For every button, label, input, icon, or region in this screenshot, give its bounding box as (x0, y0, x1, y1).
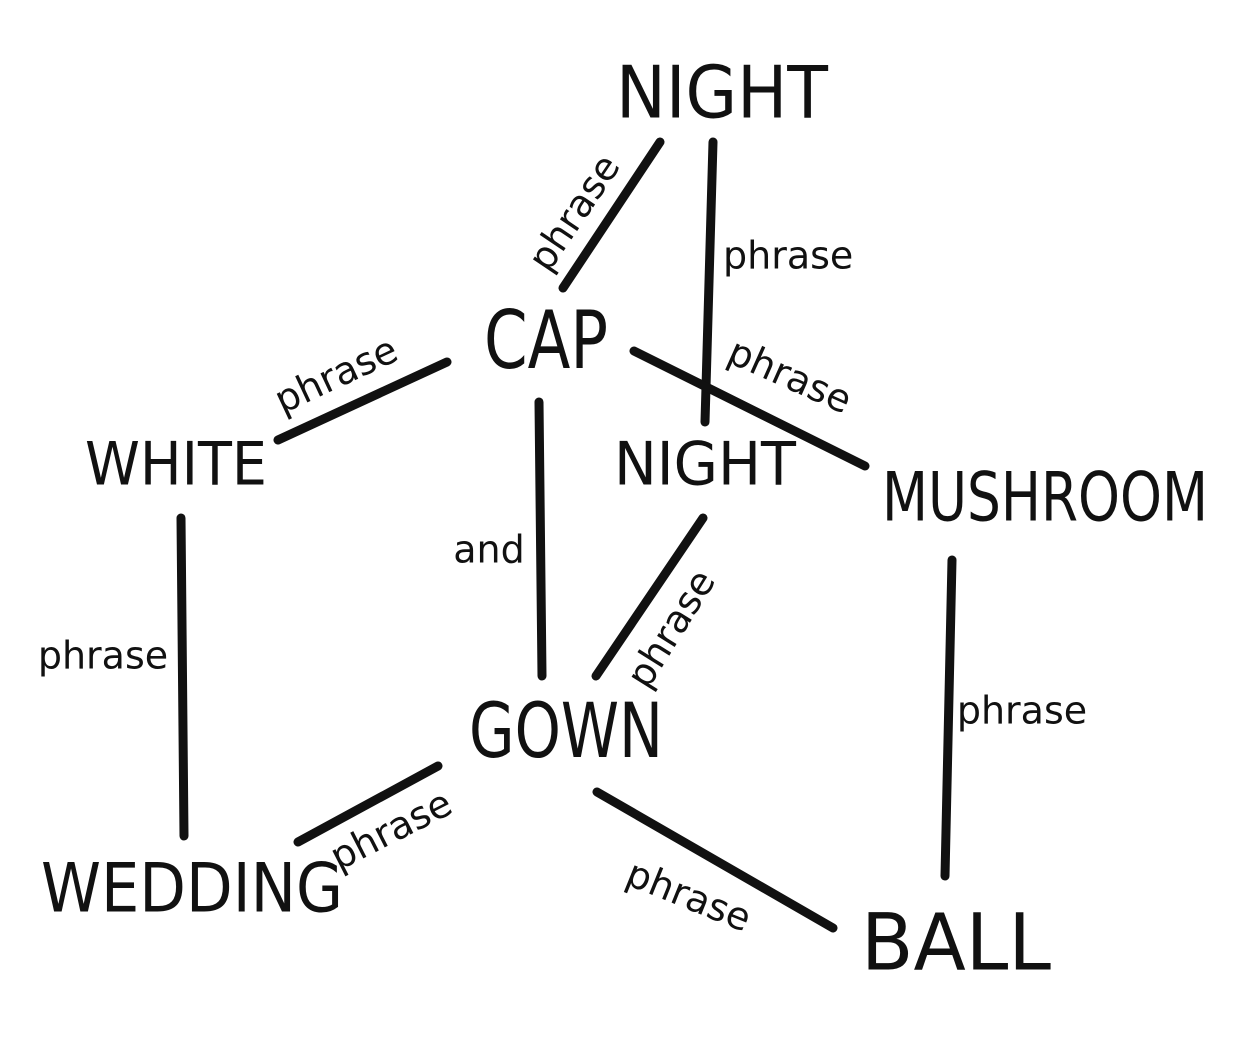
edge-label-cap-gown: and (453, 528, 525, 572)
node-mushroom: MUSHROOM (882, 459, 1208, 538)
node-ball: BALL (861, 898, 1052, 988)
edge-cap-night-top (558, 137, 665, 293)
edge-lines (176, 137, 957, 933)
node-night-mid: NIGHT (614, 430, 796, 500)
node-wedding: WEDDING (41, 850, 343, 929)
edge-cap-gown (534, 397, 547, 681)
node-night-top: NIGHT (616, 51, 829, 135)
node-white: WHITE (85, 430, 267, 500)
edge-gown-night-mid (591, 513, 708, 681)
edge-mushroom-ball (940, 555, 957, 881)
node-words: NIGHT CAP WHITE NIGHT MUSHROOM GOWN WEDD… (41, 51, 1208, 989)
edge-label-gown-night-mid: phrase (618, 562, 724, 696)
edge-night-top-night-mid (700, 137, 718, 427)
edge-white-cap (273, 357, 452, 445)
edge-gown-wedding (293, 761, 443, 847)
node-cap: CAP (484, 294, 608, 387)
edge-label-gown-ball: phrase (620, 851, 757, 941)
edge-white-wedding (176, 513, 189, 841)
edge-label-white-wedding: phrase (38, 634, 168, 678)
edge-label-mushroom-ball: phrase (957, 689, 1087, 733)
edge-cap-mushroom (629, 346, 870, 471)
edge-gown-ball (592, 787, 838, 933)
edge-label-night-top-night-mid: phrase (723, 234, 853, 278)
edge-label-white-cap: phrase (268, 327, 405, 422)
edge-labels: phrase phrase phrase phrase and phrase p… (38, 146, 1087, 940)
node-gown: GOWN (469, 686, 663, 775)
